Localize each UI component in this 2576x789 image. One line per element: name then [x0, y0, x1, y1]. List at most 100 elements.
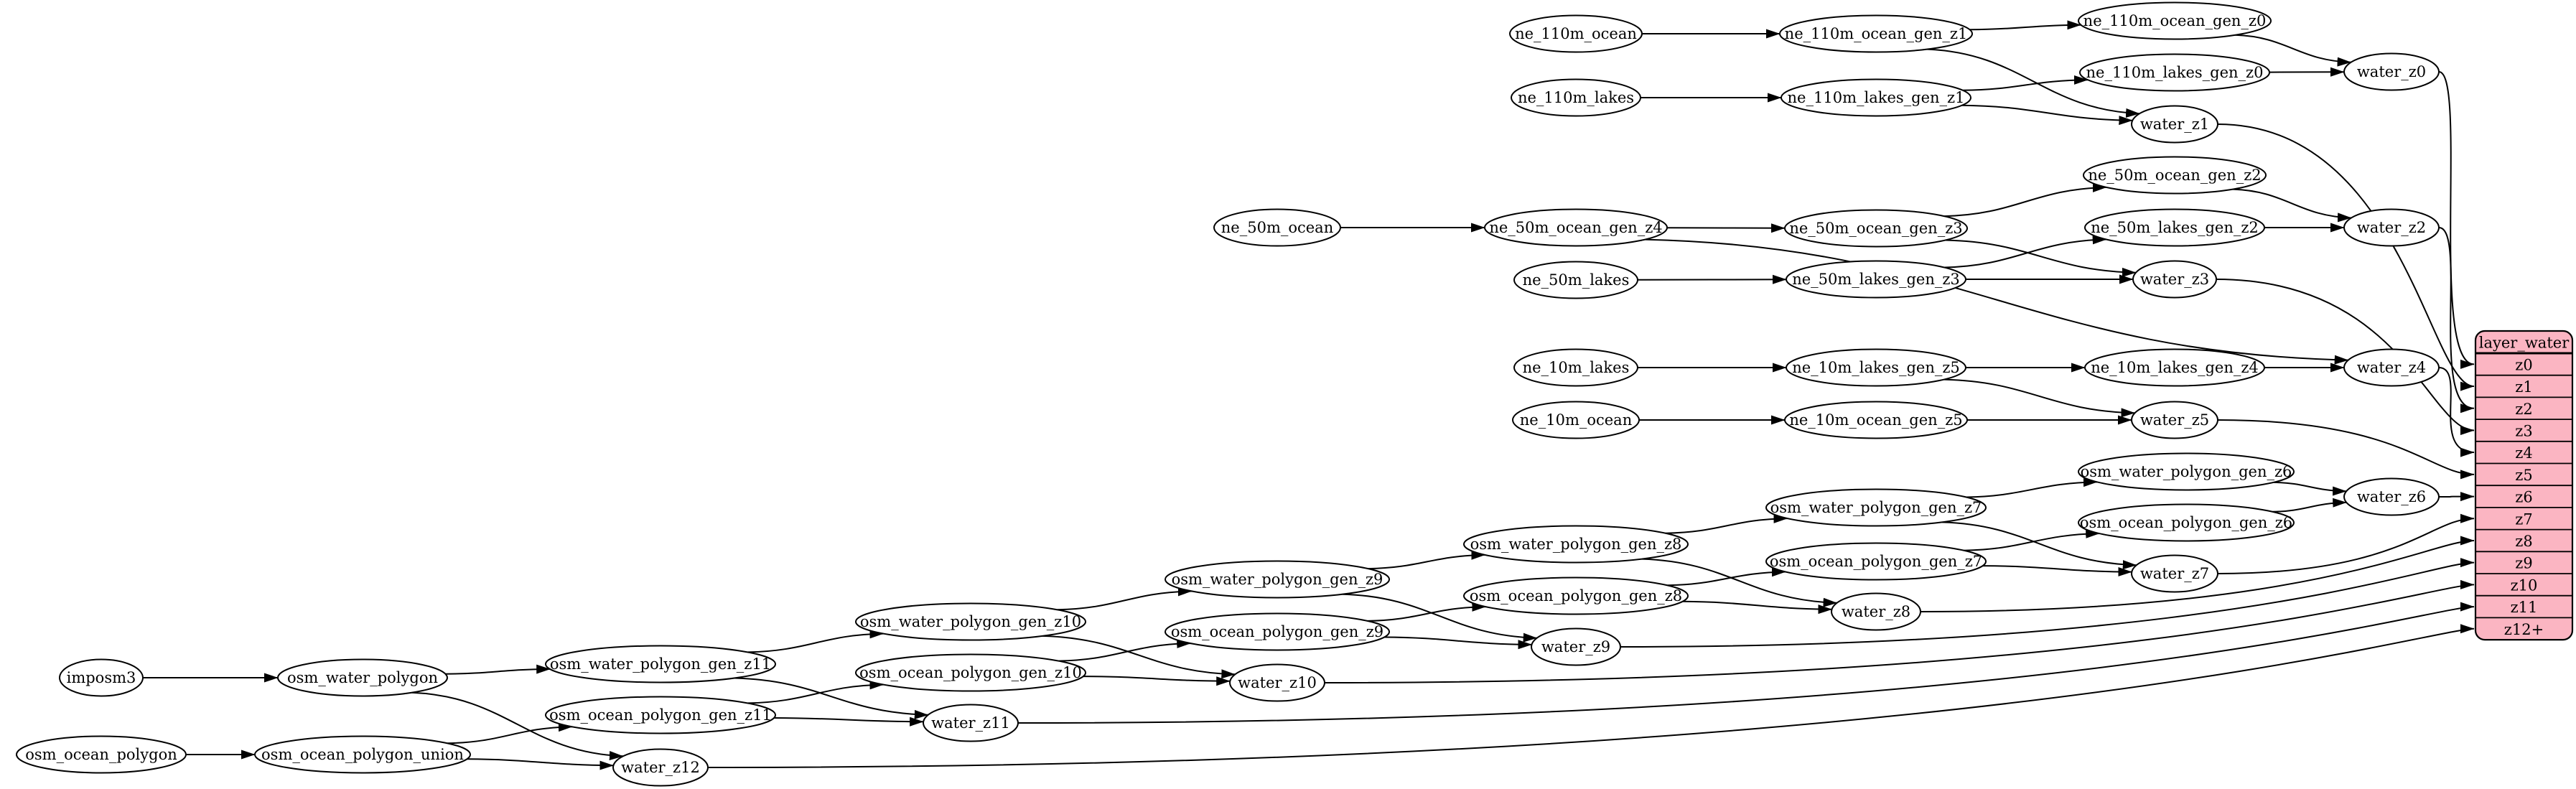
- node-ne_50m_lakes: ne_50m_lakes: [1513, 261, 1638, 299]
- node-ellipse-water_z7: [2131, 554, 2218, 593]
- node-water_z5: water_z5: [2131, 401, 2218, 439]
- node-label-osm_ocean_polygon_gen_z11: osm_ocean_polygon_gen_z11: [549, 706, 772, 724]
- table-row-label-z4: z4: [2515, 444, 2532, 462]
- node-imposm3: imposm3: [59, 658, 144, 697]
- node-label-water_z7: water_z7: [2140, 565, 2209, 582]
- edge-ne_50m_ocean_gen_z4-to-water_z4: [1645, 238, 2349, 365]
- node-ne_50m_ocean: ne_50m_ocean: [1213, 208, 1341, 247]
- edge-osm_water_polygon_gen_z9-to-osm_water_polygon_gen_z8: [1368, 550, 1485, 570]
- edge-water_z11-to-layer_water-z11: [1017, 602, 2475, 724]
- table-row-label-z10: z10: [2511, 576, 2538, 594]
- node-ellipse-ne_50m_ocean: [1213, 208, 1341, 247]
- node-ellipse-ne_50m_ocean_gen_z4: [1484, 208, 1668, 247]
- edge-water_z9-to-layer_water-z9: [1620, 558, 2475, 648]
- edge-osm_ocean_polygon_gen_z8-to-osm_ocean_polygon_gen_z7: [1667, 567, 1786, 587]
- edge-water_z2-to-layer_water-z2: [2438, 227, 2475, 414]
- node-ellipse-water_z11: [923, 704, 1019, 742]
- node-ne_50m_lakes_gen_z3: ne_50m_lakes_gen_z3: [1786, 260, 1966, 299]
- node-label-ne_10m_lakes_gen_z4: ne_10m_lakes_gen_z4: [2091, 359, 2259, 376]
- node-osm_water_polygon_gen_z11: osm_water_polygon_gen_z11: [545, 645, 776, 683]
- table-row-label-z6: z6: [2515, 489, 2532, 506]
- edge-ne_50m_ocean_gen_z3-to-ne_50m_ocean_gen_z2: [1944, 182, 2107, 218]
- node-ellipse-osm_ocean_polygon_union: [254, 735, 471, 774]
- node-osm_water_polygon_gen_z6: osm_water_polygon_gen_z6: [2078, 452, 2295, 491]
- edge-osm_ocean_polygon_gen_z9-to-water_z9: [1384, 636, 1532, 650]
- node-label-osm_water_polygon: osm_water_polygon: [287, 669, 438, 686]
- node-ellipse-ne_110m_lakes: [1511, 78, 1641, 117]
- node-label-osm_ocean_polygon_gen_z6: osm_ocean_polygon_gen_z6: [2080, 514, 2292, 531]
- node-label-water_z12: water_z12: [621, 759, 700, 776]
- node-label-osm_water_polygon_gen_z9: osm_water_polygon_gen_z9: [1172, 571, 1383, 588]
- node-osm_water_polygon_gen_z10: osm_water_polygon_gen_z10: [855, 602, 1086, 641]
- edge-osm_water_polygon_gen_z6-to-water_z6: [2273, 481, 2347, 496]
- edge-ne_110m_lakes_gen_z1-to-water_z1: [1961, 104, 2133, 126]
- node-water_z3: water_z3: [2132, 260, 2217, 299]
- edge-osm_ocean_polygon_gen_z7-to-osm_ocean_polygon_gen_z6: [1964, 528, 2100, 551]
- node-label-ne_110m_ocean_gen_z1: ne_110m_ocean_gen_z1: [1785, 25, 1968, 42]
- node-ellipse-osm_water_polygon_gen_z6: [2078, 452, 2295, 491]
- edge-ne_110m_ocean_gen_z1-to-ne_110m_ocean_gen_z0: [1969, 20, 2081, 31]
- node-label-osm_ocean_polygon_gen_z9: osm_ocean_polygon_gen_z9: [1171, 623, 1383, 640]
- node-ellipse-water_z3: [2132, 260, 2217, 299]
- node-water_z7: water_z7: [2131, 554, 2218, 593]
- node-label-imposm3: imposm3: [67, 669, 136, 686]
- edge-osm_ocean_polygon_union-to-water_z12: [467, 758, 614, 770]
- edge-osm_water_polygon-to-water_z12: [411, 691, 624, 761]
- node-label-osm_water_polygon_gen_z8: osm_water_polygon_gen_z8: [1470, 536, 1682, 553]
- node-ne_50m_ocean_gen_z2: ne_50m_ocean_gen_z2: [2083, 156, 2267, 195]
- edge-osm_ocean_polygon_gen_z7-to-water_z7: [1982, 565, 2132, 576]
- edge-osm_water_polygon_gen_z8-to-osm_water_polygon_gen_z7: [1665, 513, 1788, 534]
- node-osm_ocean_polygon_gen_z11: osm_ocean_polygon_gen_z11: [545, 696, 776, 734]
- layer-water-table-title: layer_water: [2479, 335, 2570, 352]
- node-water_z12: water_z12: [612, 748, 709, 787]
- node-label-water_z8: water_z8: [1842, 603, 1910, 620]
- edge-osm_ocean_polygon_gen_z11-to-water_z11: [773, 716, 924, 727]
- node-ne_50m_ocean_gen_z3: ne_50m_ocean_gen_z3: [1784, 209, 1968, 248]
- node-label-ne_110m_lakes_gen_z1: ne_110m_lakes_gen_z1: [1788, 89, 1965, 106]
- table-row-label-z1: z1: [2515, 378, 2532, 396]
- node-ellipse-osm_ocean_polygon_gen_z7: [1765, 542, 1987, 581]
- edge-ne_50m_ocean_gen_z2-to-water_z2: [2233, 188, 2352, 223]
- edge-water_z12-to-layer_water-z12+: [707, 624, 2475, 768]
- node-water_z8: water_z8: [1831, 592, 1921, 631]
- edge-water_z0-to-layer_water-z0: [2438, 71, 2475, 369]
- node-ellipse-osm_water_polygon_gen_z9: [1165, 560, 1390, 599]
- node-label-ne_50m_lakes_gen_z2: ne_50m_lakes_gen_z2: [2091, 219, 2259, 236]
- node-label-water_z11: water_z11: [931, 714, 1010, 732]
- node-label-water_z9: water_z9: [1541, 638, 1610, 655]
- table-row-label-z7: z7: [2515, 510, 2532, 528]
- node-label-ne_10m_lakes_gen_z5: ne_10m_lakes_gen_z5: [1792, 359, 1960, 376]
- node-label-water_z0: water_z0: [2357, 63, 2426, 80]
- node-ellipse-ne_110m_lakes_gen_z0: [2079, 53, 2270, 92]
- node-label-osm_ocean_polygon_union: osm_ocean_polygon_union: [261, 746, 464, 763]
- table-row-label-z2: z2: [2515, 401, 2532, 418]
- node-label-ne_10m_ocean: ne_10m_ocean: [1520, 411, 1632, 429]
- node-water_z6: water_z6: [2343, 477, 2440, 516]
- node-ellipse-ne_10m_lakes_gen_z5: [1786, 348, 1966, 387]
- node-ne_110m_lakes_gen_z0: ne_110m_lakes_gen_z0: [2079, 53, 2270, 92]
- node-ne_110m_lakes_gen_z1: ne_110m_lakes_gen_z1: [1781, 78, 1971, 117]
- node-ellipse-water_z9: [1531, 627, 1621, 666]
- node-label-osm_water_polygon_gen_z11: osm_water_polygon_gen_z11: [550, 655, 771, 673]
- node-label-ne_110m_lakes: ne_110m_lakes: [1518, 89, 1634, 106]
- node-ne_110m_ocean_gen_z1: ne_110m_ocean_gen_z1: [1779, 14, 1973, 53]
- node-ellipse-ne_50m_ocean_gen_z2: [2083, 156, 2267, 195]
- node-osm_ocean_polygon_gen_z7: osm_ocean_polygon_gen_z7: [1765, 542, 1987, 581]
- node-ne_110m_lakes: ne_110m_lakes: [1511, 78, 1641, 117]
- table-row-label-z5: z5: [2515, 467, 2532, 484]
- edge-osm_ocean_polygon_gen_z8-to-water_z8: [1682, 600, 1832, 615]
- node-water_z10: water_z10: [1229, 663, 1325, 702]
- node-ne_50m_lakes_gen_z2: ne_50m_lakes_gen_z2: [2084, 208, 2265, 247]
- edge-ne_110m_ocean_gen_z1-to-water_z1: [1927, 48, 2140, 118]
- node-ne_50m_ocean_gen_z4: ne_50m_ocean_gen_z4: [1484, 208, 1668, 247]
- node-water_z9: water_z9: [1531, 627, 1621, 666]
- node-ellipse-ne_10m_ocean: [1512, 401, 1640, 439]
- node-ellipse-osm_water_polygon_gen_z10: [855, 602, 1086, 641]
- edge-ne_10m_lakes_gen_z5-to-water_z5: [1943, 378, 2135, 418]
- node-label-osm_water_polygon_gen_z6: osm_water_polygon_gen_z6: [2081, 463, 2292, 480]
- node-ne_10m_ocean_gen_z5: ne_10m_ocean_gen_z5: [1784, 401, 1968, 439]
- node-ellipse-ne_110m_ocean_gen_z0: [2078, 1, 2272, 40]
- node-label-water_z2: water_z2: [2357, 219, 2426, 236]
